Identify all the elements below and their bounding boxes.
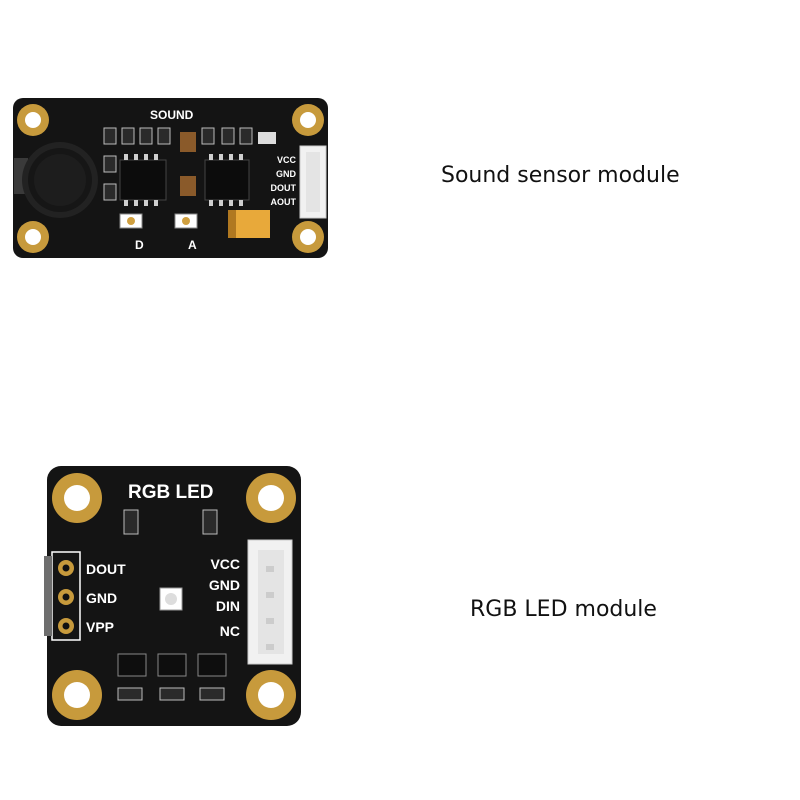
header-pins <box>44 551 81 641</box>
pin-label-aout: AOUT <box>271 197 297 207</box>
pin-label-gnd: GND <box>86 590 117 606</box>
capacitor <box>228 210 270 238</box>
sound-sensor-caption: Sound sensor module <box>441 163 680 188</box>
sound-title: SOUND <box>150 108 194 122</box>
pin-label-nc: NC <box>220 623 240 639</box>
led-d <box>119 213 143 229</box>
pin-label-vcc: VCC <box>277 155 297 165</box>
pin-label-vpp: VPP <box>86 619 114 635</box>
led-label-d: D <box>135 238 144 252</box>
mounting-hole <box>52 670 102 720</box>
transistor <box>117 653 147 677</box>
mounting-hole <box>292 104 324 136</box>
rgb-led-caption: RGB LED module <box>470 597 657 622</box>
led-label-a: A <box>188 238 197 252</box>
rgb-title: RGB LED <box>128 482 214 503</box>
led-a <box>174 213 198 229</box>
mounting-hole <box>52 473 102 523</box>
mounting-hole <box>17 221 49 253</box>
transistor <box>157 653 187 677</box>
mounting-hole <box>17 104 49 136</box>
ic-chip <box>119 154 167 206</box>
microphone <box>14 142 98 218</box>
mounting-hole <box>246 670 296 720</box>
pin-label-din: DIN <box>216 598 240 614</box>
pin-label-gnd: GND <box>276 169 297 179</box>
pin-label-dout: DOUT <box>86 561 126 577</box>
pin-label-vcc: VCC <box>210 556 240 572</box>
transistor <box>197 653 227 677</box>
mounting-hole <box>246 473 296 523</box>
connector <box>247 539 293 665</box>
pin-label-gnd-right: GND <box>209 577 240 593</box>
ic-chip <box>204 154 250 206</box>
connector <box>299 145 327 219</box>
mounting-hole <box>292 221 324 253</box>
pin-label-dout: DOUT <box>271 183 297 193</box>
rgb-led <box>159 587 183 611</box>
